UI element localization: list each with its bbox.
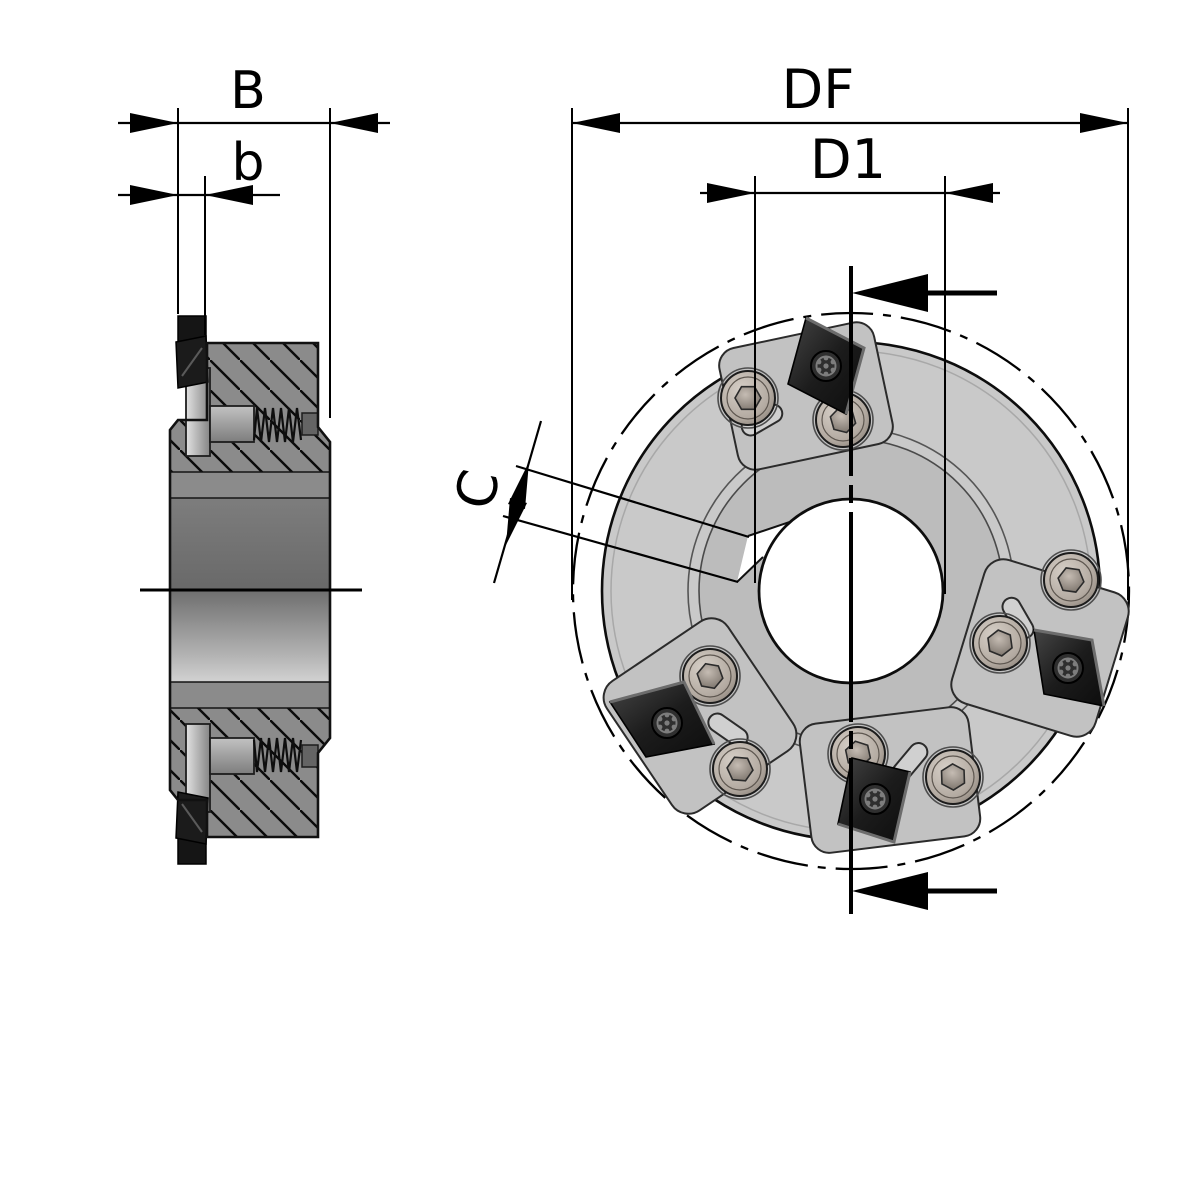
front-view xyxy=(571,266,1131,914)
c-leader-line xyxy=(515,464,750,539)
hex-socket-screw xyxy=(717,367,779,429)
hex-socket-screw xyxy=(709,738,771,800)
hex-socket-screw xyxy=(679,645,741,707)
hex-socket-screw xyxy=(922,746,984,808)
dimension-B: B xyxy=(118,61,390,418)
dimension-label-DF: DF xyxy=(782,58,855,121)
spring-coil xyxy=(252,407,303,443)
section-insert-bottom xyxy=(175,791,209,865)
spring-coil xyxy=(252,737,303,773)
dimension-label-B: B xyxy=(230,61,266,121)
side-section-view xyxy=(140,315,362,865)
bore-section-lower xyxy=(170,590,330,682)
torx-screw xyxy=(1052,652,1084,684)
cutting-inserts xyxy=(608,316,1106,844)
bore-section-upper xyxy=(170,498,330,590)
dimensions: B b DF D1 xyxy=(118,58,1129,600)
cutting-insert-bottom xyxy=(837,757,912,844)
section-insert-top xyxy=(175,315,209,389)
cutter-body-outline xyxy=(168,341,332,839)
hex-socket-screw xyxy=(812,389,874,451)
reference-arrow-bottom xyxy=(852,872,997,910)
cutting-insert-bottom-left xyxy=(608,680,716,758)
dimension-label-D1: D1 xyxy=(810,128,886,191)
section-band-lines xyxy=(170,471,330,709)
c-leader-line xyxy=(502,514,739,584)
torx-screw xyxy=(651,707,683,739)
torx-screw xyxy=(810,350,842,382)
hex-socket-screw xyxy=(969,612,1031,674)
dimension-D1: D1 xyxy=(700,128,1000,594)
dimension-label-C: C xyxy=(443,464,512,514)
chip-gash-edge xyxy=(736,556,764,583)
hex-socket-screw xyxy=(1040,549,1102,611)
dimension-DF: DF xyxy=(571,58,1129,600)
torx-screw xyxy=(859,783,891,815)
dimension-label-b: b xyxy=(231,133,264,193)
hex-socket-screws xyxy=(679,367,1102,808)
dimension-b: b xyxy=(118,133,280,335)
reference-arrow-top xyxy=(852,274,997,312)
chip-gash xyxy=(737,504,843,582)
cutting-insert-right xyxy=(1033,628,1106,708)
